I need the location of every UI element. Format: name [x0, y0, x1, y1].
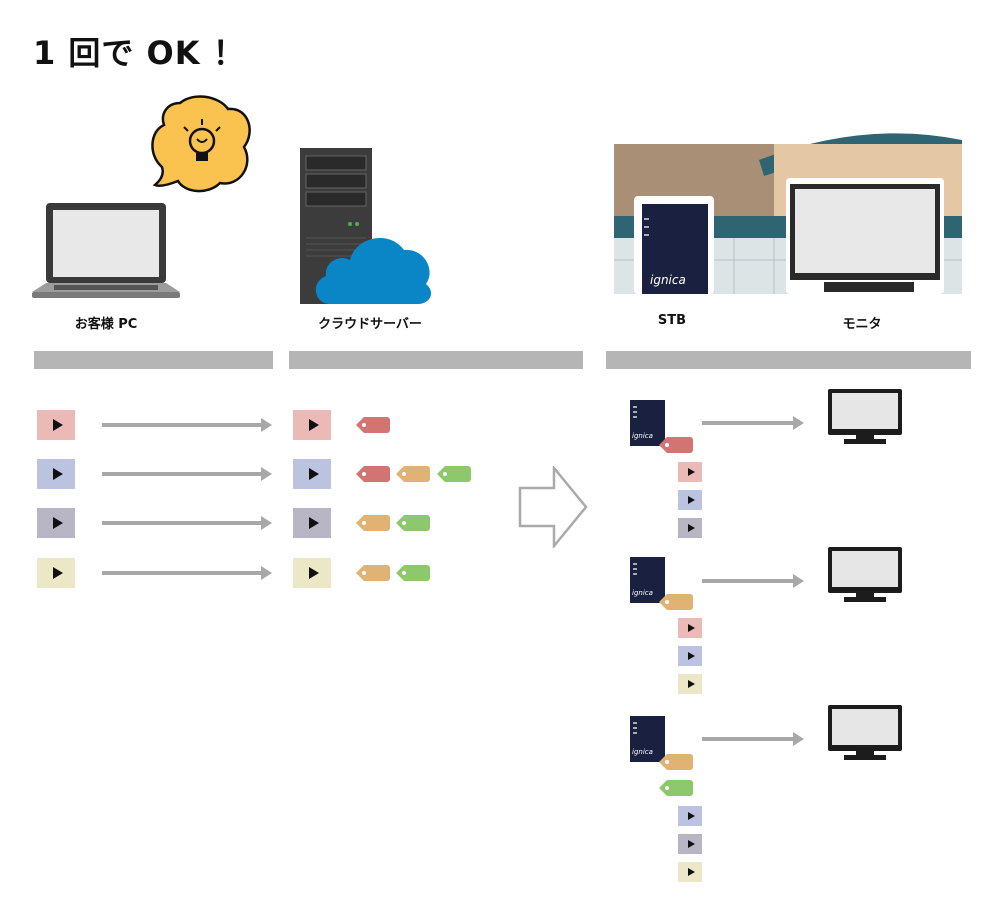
- play-icon: [37, 558, 75, 588]
- label-monitor: モニタ: [842, 317, 882, 332]
- play-icon: [678, 490, 702, 510]
- laptop-icon: [32, 203, 180, 298]
- label-cloud-server: クラウドサーバー: [318, 317, 422, 332]
- label-customer-pc: お客様 PC: [74, 317, 138, 332]
- play-icon: [678, 518, 702, 538]
- play-icon: [293, 558, 331, 588]
- monitor-icon: [828, 705, 902, 760]
- upload-arrow: [102, 516, 272, 530]
- shop-scene-illustration: ignica: [614, 133, 962, 294]
- play-icon: [678, 618, 702, 638]
- play-icon: [678, 462, 702, 482]
- lightbulb-bubble-icon: [151, 95, 251, 193]
- stb-icon: ignica: [630, 557, 665, 603]
- deliver-arrow: [702, 574, 804, 588]
- play-icon: [678, 646, 702, 666]
- deliver-arrow: [702, 732, 804, 746]
- upload-arrow: [102, 418, 272, 432]
- play-icon: [293, 459, 331, 489]
- section-bar-pc: [34, 351, 273, 369]
- tag-icon: [396, 466, 430, 482]
- tag-icon: [437, 466, 471, 482]
- monitor-icon: [828, 547, 902, 602]
- monitor-icon: [828, 389, 902, 444]
- play-icon: [37, 459, 75, 489]
- section-bar-display: [606, 351, 971, 369]
- cloud-icon: [315, 237, 432, 304]
- stb-icon: ignica: [630, 400, 665, 446]
- page-title: 1 回で OK ！: [33, 34, 246, 72]
- upload-arrow: [102, 467, 272, 481]
- tag-icon: [356, 565, 390, 581]
- play-icon: [293, 508, 331, 538]
- section-bar-server: [289, 351, 583, 369]
- upload-arrow: [102, 566, 272, 580]
- deliver-arrow: [702, 416, 804, 430]
- play-icon: [37, 508, 75, 538]
- stb-icon: ignica: [630, 716, 665, 762]
- play-icon: [37, 410, 75, 440]
- play-icon: [678, 862, 702, 882]
- tag-icon: [659, 754, 693, 770]
- play-icon: [293, 410, 331, 440]
- tag-icon: [396, 565, 430, 581]
- play-icon: [678, 834, 702, 854]
- tag-icon: [356, 515, 390, 531]
- tag-icon: [356, 417, 390, 433]
- play-icon: [678, 674, 702, 694]
- label-stb: STB: [657, 313, 687, 328]
- tag-icon: [396, 515, 430, 531]
- tag-icon: [659, 437, 693, 453]
- play-icon: [678, 806, 702, 826]
- tag-icon: [356, 466, 390, 482]
- tag-icon: [659, 594, 693, 610]
- svg-text:ignica: ignica: [650, 273, 686, 287]
- big-arrow-icon: [518, 466, 588, 548]
- tag-icon: [659, 780, 693, 796]
